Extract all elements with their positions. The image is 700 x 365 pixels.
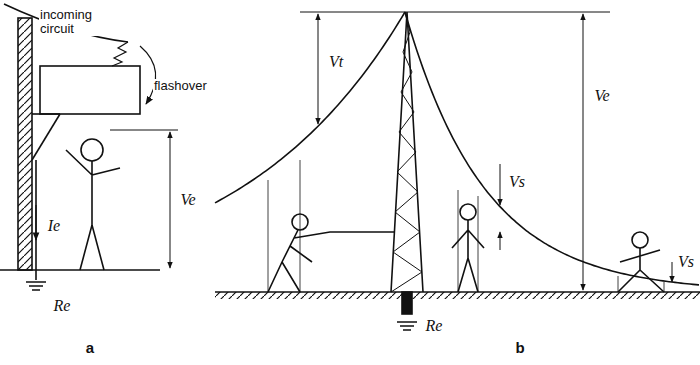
dimension-line <box>500 164 501 205</box>
flashover-spark <box>112 42 128 66</box>
voltage-label: Ve <box>179 191 196 209</box>
earth-lead <box>35 160 37 280</box>
panel-a <box>0 4 178 290</box>
voltage-label: Vt <box>328 53 344 71</box>
person-body <box>66 150 120 270</box>
potential-curve <box>215 12 699 285</box>
potential-curve-left <box>215 12 405 203</box>
apparatus-box <box>40 66 140 114</box>
voltage-label: Vs <box>677 253 695 271</box>
dimension-line <box>500 232 501 250</box>
reference-line <box>300 12 610 13</box>
dimension-extension <box>110 130 178 131</box>
current-arrow <box>35 205 36 240</box>
potential-drop-line <box>618 276 664 292</box>
dimension-line <box>672 262 673 282</box>
person-body <box>452 220 484 292</box>
circuit-label: incoming circuit <box>39 8 105 37</box>
earth-electrode <box>402 292 412 314</box>
person-body <box>618 248 664 292</box>
ground-hatching <box>215 292 700 299</box>
potential-curve-right <box>405 12 699 285</box>
panel-b <box>215 12 700 330</box>
dimension-line <box>170 132 171 268</box>
panel-letter: b <box>514 340 525 357</box>
wall <box>18 18 32 270</box>
earth-symbol <box>26 282 46 290</box>
current-label: Ie <box>47 217 61 235</box>
earth-symbol <box>397 322 417 330</box>
voltage-label: Ve <box>593 87 610 105</box>
person-head <box>81 139 103 161</box>
resistance-label: Re <box>425 317 444 335</box>
person-body <box>268 230 395 292</box>
potential-drop-line <box>268 160 300 292</box>
person-head <box>632 232 648 248</box>
person-head <box>460 204 476 220</box>
bracket-strut <box>32 114 60 160</box>
dimension-line <box>318 14 319 124</box>
flashover-label: flashover <box>153 79 219 93</box>
dimension-line <box>583 14 584 290</box>
flashover-arrow <box>140 46 156 104</box>
incoming-line <box>4 4 128 42</box>
voltage-label: Vs <box>508 173 526 191</box>
potential-drop-line <box>458 190 478 292</box>
panel-letter: a <box>85 340 95 357</box>
bracket-arm <box>32 113 60 115</box>
resistance-label: Re <box>53 297 72 315</box>
